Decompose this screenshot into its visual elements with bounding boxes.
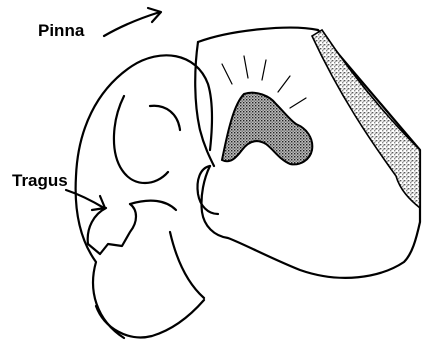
ear-concha [88, 204, 136, 254]
ear-concha-inner [130, 201, 176, 210]
ear-antihelix [114, 96, 168, 183]
ear-inner-fold [150, 106, 180, 130]
device-nozzle [222, 93, 312, 165]
pinna-label: Pinna [38, 21, 85, 40]
tragus-arrow [66, 190, 105, 210]
pinna-arrow [104, 8, 161, 36]
tragus-label: Tragus [12, 171, 68, 190]
ear-helix [76, 55, 212, 338]
ear-lobe [96, 300, 204, 337]
ear-canal-line [170, 232, 204, 298]
device-shaded-band [312, 30, 420, 208]
